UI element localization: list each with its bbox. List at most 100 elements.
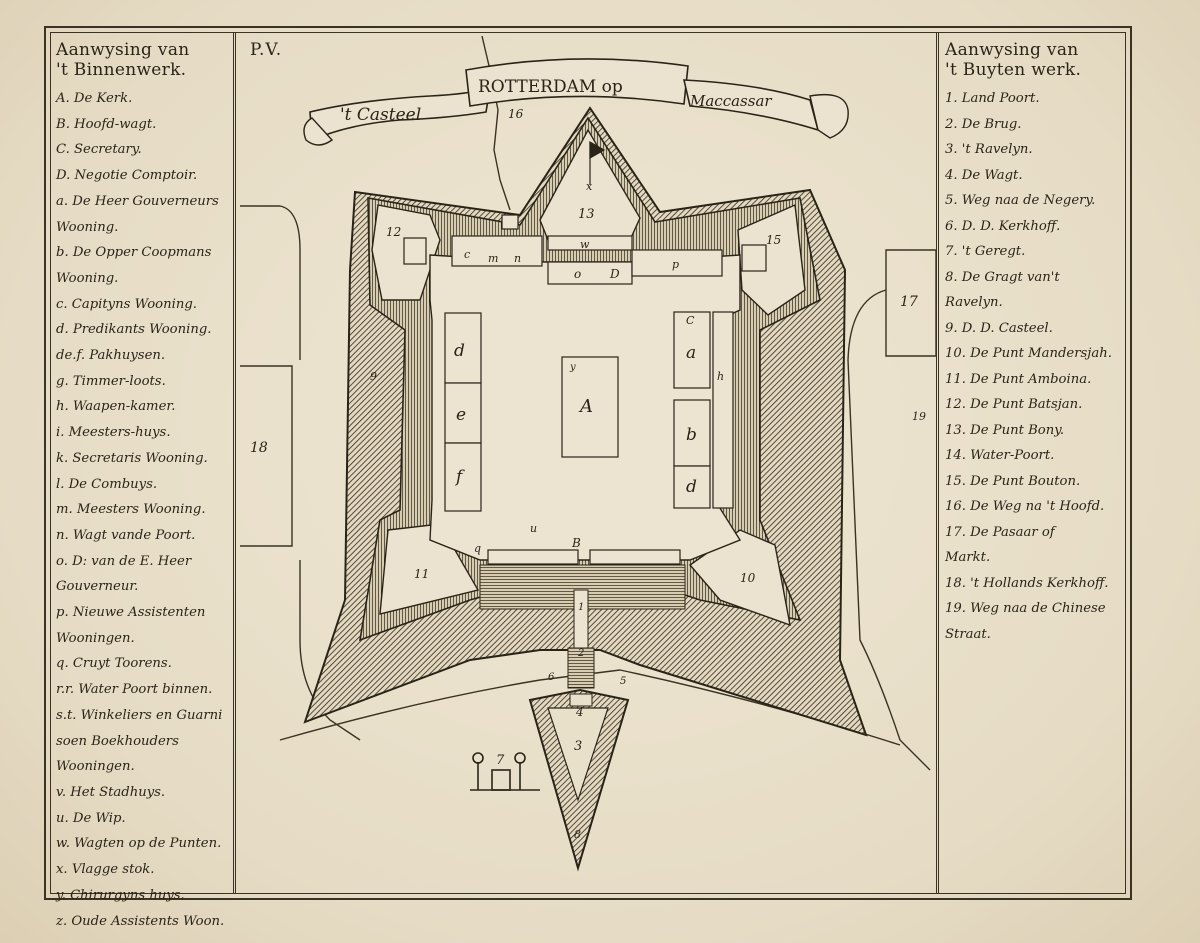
label-A: A xyxy=(578,396,593,417)
warehouse-e xyxy=(444,382,482,444)
bastion-15 xyxy=(737,203,806,316)
warehouse-d xyxy=(444,312,482,384)
label-D: D xyxy=(609,267,620,281)
legend-list-left: A. De Kerk.B. Hoofd-wagt.C. Secretary.D.… xyxy=(50,86,233,934)
road-16 xyxy=(481,35,511,211)
road-left-bottom xyxy=(299,560,361,741)
legend-item: r.r. Water Poort binnen. xyxy=(56,682,213,698)
legend-item: u. De Wip. xyxy=(56,810,126,826)
label-5: 5 xyxy=(620,676,626,687)
legend-item: 18. 't Hollands Kerkhoff. xyxy=(945,575,1109,591)
legend-heading-line1: Aanwysing van xyxy=(56,40,190,60)
label-f: f xyxy=(454,467,465,487)
legend-item: Wooning. xyxy=(56,219,119,235)
legend-item: 11. De Punt Amboina. xyxy=(945,371,1092,387)
legend-item: B. Hoofd-wagt. xyxy=(56,116,157,132)
legend-item: a. De Heer Gouverneurs xyxy=(56,193,219,209)
bastion-11 xyxy=(379,523,480,615)
label-d: d xyxy=(686,477,697,497)
inner-border xyxy=(50,32,1126,894)
fort-plan: 't Casteel ROTTERDAM op Maccassar A B C … xyxy=(240,35,936,872)
road-19 xyxy=(847,289,931,771)
label-p: p xyxy=(672,258,679,271)
legend-item: 14. Water-Poort. xyxy=(945,448,1055,463)
house-b xyxy=(673,399,711,467)
legend-item: 13. De Punt Bony. xyxy=(945,422,1065,438)
legend-item: o. D: van de E. Heer xyxy=(56,553,192,569)
legend-item: d. Predikants Wooning. xyxy=(56,322,212,338)
house-a xyxy=(673,311,711,389)
gallows xyxy=(470,752,540,791)
legend-item: w. Wagten op de Punten. xyxy=(56,836,222,852)
legend-item: g. Timmer-loots. xyxy=(56,373,166,389)
flagpole-icon xyxy=(589,140,606,185)
label-2: 2 xyxy=(577,648,584,659)
legend-heading-line1: Aanwysing van xyxy=(945,40,1079,60)
label-16: 16 xyxy=(508,107,524,121)
legend-item: 15. De Punt Bouton. xyxy=(945,473,1081,489)
legend-item: z. Oude Assistents Woon. xyxy=(56,913,225,929)
water-gate xyxy=(501,214,519,230)
label-4: 4 xyxy=(575,705,584,719)
legend-item: q. Cruyt Toorens. xyxy=(56,656,172,672)
label-o: o xyxy=(574,267,581,281)
legend-item: m. Meesters Wooning. xyxy=(56,502,206,518)
legend-item: A. De Kerk. xyxy=(56,91,133,106)
legend-item: y. Chirurgyns huys. xyxy=(56,887,185,903)
label-e: e xyxy=(456,405,466,425)
legend-item: 6. D. D. Kerkhoff. xyxy=(945,218,1061,234)
church-A xyxy=(561,356,619,458)
legend-item: Wooningen. xyxy=(56,759,135,775)
legend-item: 3. 't Ravelyn. xyxy=(945,142,1033,157)
label-15: 15 xyxy=(766,233,781,247)
legend-item: Gouverneur. xyxy=(56,579,139,595)
legend-item: Ravelyn. xyxy=(945,295,1003,310)
legend-list-right: 1. Land Poort.2. De Brug.3. 't Ravelyn.4… xyxy=(939,86,1126,647)
legend-buytenwerk: Aanwysing van 't Buyten werk. 1. Land Po… xyxy=(936,32,1126,894)
title-left: 't Casteel xyxy=(340,105,421,125)
label-18: 18 xyxy=(250,440,268,456)
legend-item: 4. De Wagt. xyxy=(945,167,1023,183)
legend-item: k. Secretaris Wooning. xyxy=(56,450,208,466)
legend-item: x. Vlagge stok. xyxy=(56,862,155,878)
title-right: Maccassar xyxy=(689,92,772,110)
map-labels: A B C D a b c d d e f h m n o p q u w x … xyxy=(250,107,926,841)
label-6: 6 xyxy=(548,672,555,683)
plate-number: P.V. xyxy=(250,40,283,60)
label-9: 9 xyxy=(370,370,377,383)
label-19: 19 xyxy=(912,410,926,423)
legend-item: 10. De Punt Mandersjah. xyxy=(945,346,1112,361)
ravelin-inner xyxy=(547,707,609,802)
label-13: 13 xyxy=(578,207,595,222)
label-7: 7 xyxy=(496,753,505,768)
label-b: b xyxy=(686,425,697,445)
legend-item: 19. Weg naa de Chinese xyxy=(945,601,1106,616)
label-10: 10 xyxy=(740,571,756,585)
label-q: q xyxy=(474,542,481,555)
label-11: 11 xyxy=(414,567,429,581)
legend-item: 2. De Brug. xyxy=(945,116,1022,132)
legend-binnenwerk: Aanwysing van 't Binnenwerk. A. De Kerk.… xyxy=(50,32,236,929)
legend-item: 17. De Pasaar of xyxy=(945,524,1055,540)
legend-heading-left: Aanwysing van 't Binnenwerk. xyxy=(56,40,233,80)
legend-item: n. Wagt vande Poort. xyxy=(56,527,196,543)
legend-item: Wooningen. xyxy=(56,630,135,646)
label-d-warehouse: d xyxy=(454,341,465,361)
houses-s-t xyxy=(589,549,681,565)
kerkhoff-18-outline xyxy=(240,365,293,547)
label-3: 3 xyxy=(574,739,582,754)
legend-item: 16. De Weg na 't Hoofd. xyxy=(945,499,1105,514)
houses-v-B xyxy=(487,549,579,565)
legend-item: i. Meesters-huys. xyxy=(56,425,171,441)
legend-item: 8. De Gragt van't xyxy=(945,269,1060,285)
legend-item: s.t. Winkeliers en Guarni xyxy=(56,707,223,723)
title-center: ROTTERDAM op xyxy=(478,77,623,97)
buildings xyxy=(403,214,767,565)
label-C: C xyxy=(686,314,695,327)
label-17: 17 xyxy=(900,294,918,310)
legend-item: Markt. xyxy=(945,550,991,565)
legend-item: 9. D. D. Casteel. xyxy=(945,320,1053,336)
outer-border xyxy=(44,26,1132,900)
label-8: 8 xyxy=(574,828,581,841)
legend-item: D. Negotie Comptoir. xyxy=(56,168,198,184)
